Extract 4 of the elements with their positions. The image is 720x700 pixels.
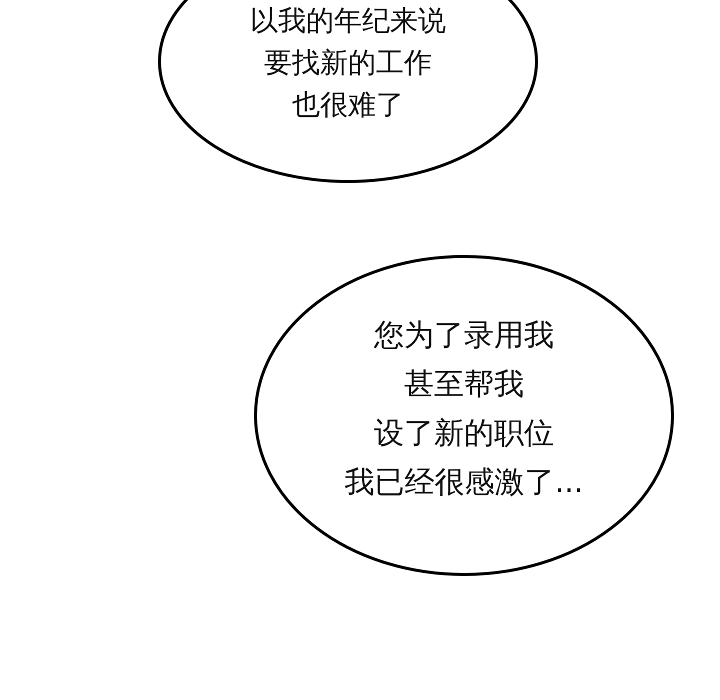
bubble-text: 以我的年纪来说要找新的工作也很难了: [249, 3, 447, 123]
speech-bubble: [158, 0, 538, 183]
bubble-text: 您为了录用我甚至帮我设了新的职位我已经很感激了...: [344, 317, 584, 502]
speech-bubble: [254, 255, 674, 576]
